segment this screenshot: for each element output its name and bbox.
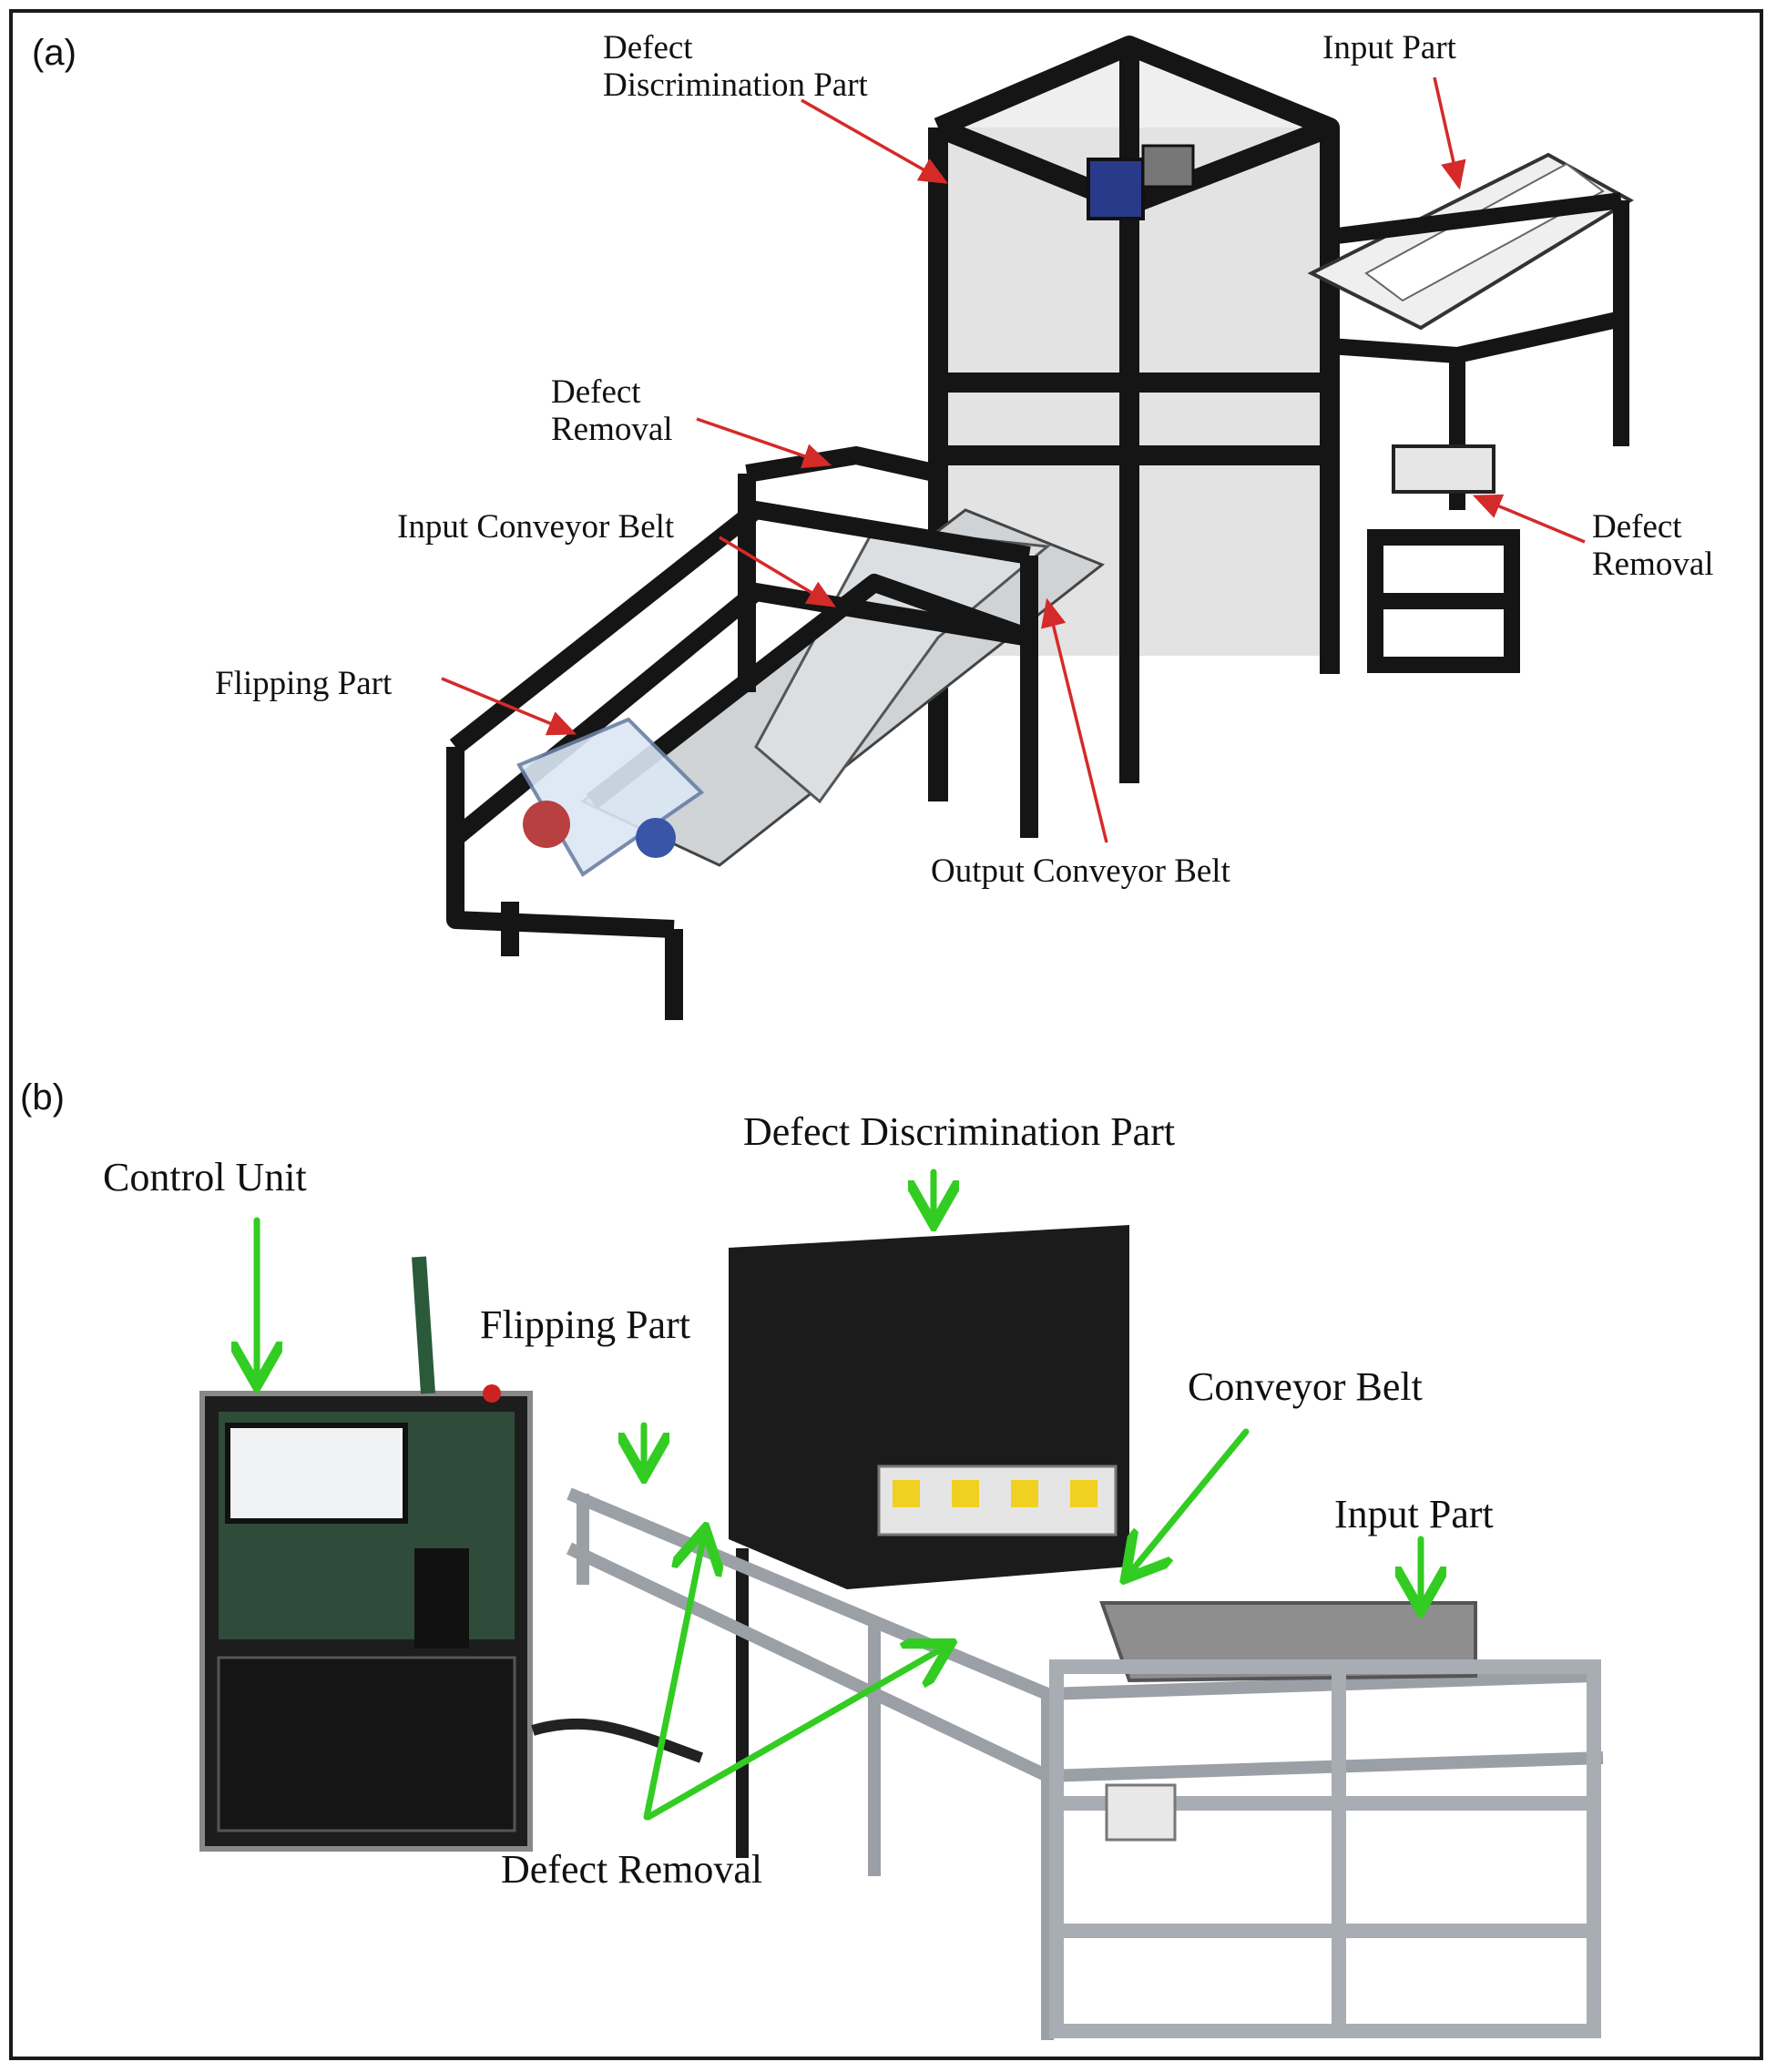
conveyor-line-frame <box>566 1487 1604 2040</box>
label-control-unit: Control Unit <box>103 1155 307 1199</box>
conveyor-and-flipping-frame <box>446 446 1105 1020</box>
panel-a-callout-arrows <box>441 77 1586 843</box>
label-defect-removal-right-line2: Removal <box>1592 546 1714 584</box>
label-flipping-part-a: Flipping Part <box>215 665 393 702</box>
label-defect-removal-left-line2: Removal <box>551 411 673 449</box>
label-flipping-part-b: Flipping Part <box>480 1302 691 1347</box>
right-defect-removal-stand <box>1367 444 1520 673</box>
cable <box>531 1718 704 1763</box>
label-input-part-b: Input Part <box>1334 1492 1494 1536</box>
input-part-hopper <box>1307 152 1634 510</box>
panel-b-callout-arrows <box>257 1169 1421 1821</box>
control-unit-cabinet <box>199 1256 533 1852</box>
input-part-frame <box>1049 1601 1601 2038</box>
panel-a-cad-rendering <box>441 36 1634 1020</box>
discrimination-enclosure <box>928 36 1340 801</box>
camera-icon <box>1087 144 1195 220</box>
label-defect-discrimination-line1: Defect <box>603 29 693 66</box>
label-output-conveyor-belt: Output Conveyor Belt <box>931 852 1230 890</box>
label-defect-removal-right-line1: Defect <box>1592 508 1682 546</box>
label-defect-removal-left-line1: Defect <box>551 373 641 411</box>
label-input-part-a: Input Part <box>1322 29 1456 66</box>
panel-a-letter: (a) <box>32 33 77 73</box>
label-defect-discrimination-part-b: Defect Discrimination Part <box>743 1109 1176 1154</box>
label-defect-discrimination-part: Defect Discrimination Part <box>603 29 868 105</box>
panel-b-letter: (b) <box>20 1077 65 1118</box>
label-defect-removal-left: Defect Removal <box>551 373 673 449</box>
discrimination-cabinet <box>729 1225 1129 1858</box>
label-defect-removal-b: Defect Removal <box>501 1847 763 1892</box>
label-conveyor-belt: Conveyor Belt <box>1188 1364 1423 1409</box>
label-input-conveyor-belt: Input Conveyor Belt <box>397 508 675 546</box>
label-defect-discrimination-line2: Discrimination Part <box>603 66 868 105</box>
label-defect-removal-right: Defect Removal <box>1592 508 1714 584</box>
